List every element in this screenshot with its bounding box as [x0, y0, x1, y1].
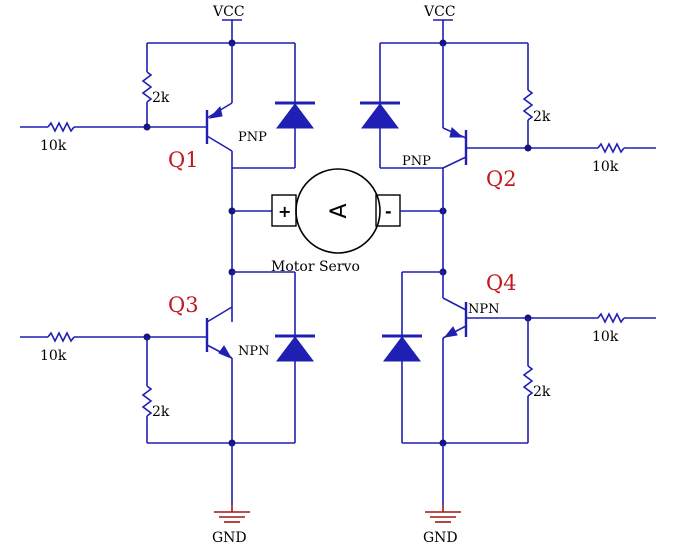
resistor-q4-base-label: 10k — [592, 329, 619, 345]
q4-label: Q4 — [486, 271, 517, 295]
resistor-q1-base: 10k — [20, 121, 207, 154]
gnd-left-label: GND — [212, 530, 247, 546]
q3-type-label: NPN — [238, 344, 270, 359]
q2-label: Q2 — [486, 167, 517, 191]
transistor-q3-npn: NPN — [205, 272, 270, 443]
resistor-q4-pulldown: 2k — [522, 318, 551, 443]
resistor-q1-base-label: 10k — [40, 138, 67, 154]
diode-q1-flyback — [232, 43, 315, 169]
q2-type-label: PNP — [402, 154, 431, 169]
q1-label: Q1 — [168, 148, 199, 172]
resistor-q2-base: 10k — [466, 142, 656, 175]
resistor-q2-pullup: 2k — [522, 43, 551, 148]
junction-dot — [143, 123, 151, 131]
motor-minus-sign: - — [385, 202, 392, 221]
resistor-q3-base: 10k — [20, 331, 207, 364]
vcc-right-symbol: VCC — [423, 4, 456, 43]
transistor-q4-npn: NPN — [442, 272, 500, 443]
resistor-q3-base-label: 10k — [40, 348, 67, 364]
q1-type-label: PNP — [238, 130, 267, 145]
resistor-q1-pullup: 2k — [141, 43, 170, 127]
motor-servo: + - A Motor Servo — [271, 168, 401, 275]
vcc-left-label: VCC — [212, 4, 245, 20]
diode-q4-flyback — [382, 272, 422, 443]
resistor-q2-base-label: 10k — [592, 159, 619, 175]
motor-name-label: Motor Servo — [271, 259, 360, 275]
junction-dot — [524, 144, 532, 152]
resistor-q4-pulldown-label: 2k — [533, 384, 551, 400]
motor-plus-sign: + — [278, 202, 291, 221]
vcc-left-symbol: VCC — [212, 4, 245, 43]
diode-q3-flyback — [275, 272, 315, 443]
transistor-q1-pnp: PNP — [205, 43, 267, 272]
transistor-q2-pnp: PNP — [402, 43, 468, 272]
resistor-q4-base: 10k — [466, 312, 656, 345]
gnd-right-label: GND — [423, 530, 458, 546]
q3-label: Q3 — [168, 293, 199, 317]
gnd-right-symbol: GND — [423, 443, 461, 546]
q4-type-label: NPN — [468, 302, 500, 317]
resistor-q3-pulldown-label: 2k — [152, 404, 170, 420]
resistor-q2-pullup-label: 2k — [533, 109, 551, 125]
diode-q2-flyback — [360, 43, 443, 169]
resistor-q3-pulldown: 2k — [141, 337, 170, 443]
gnd-left-symbol: GND — [212, 443, 250, 546]
motor-symbol-letter: A — [327, 203, 352, 218]
vcc-right-label: VCC — [423, 4, 456, 20]
resistor-q1-pullup-label: 2k — [152, 90, 170, 106]
